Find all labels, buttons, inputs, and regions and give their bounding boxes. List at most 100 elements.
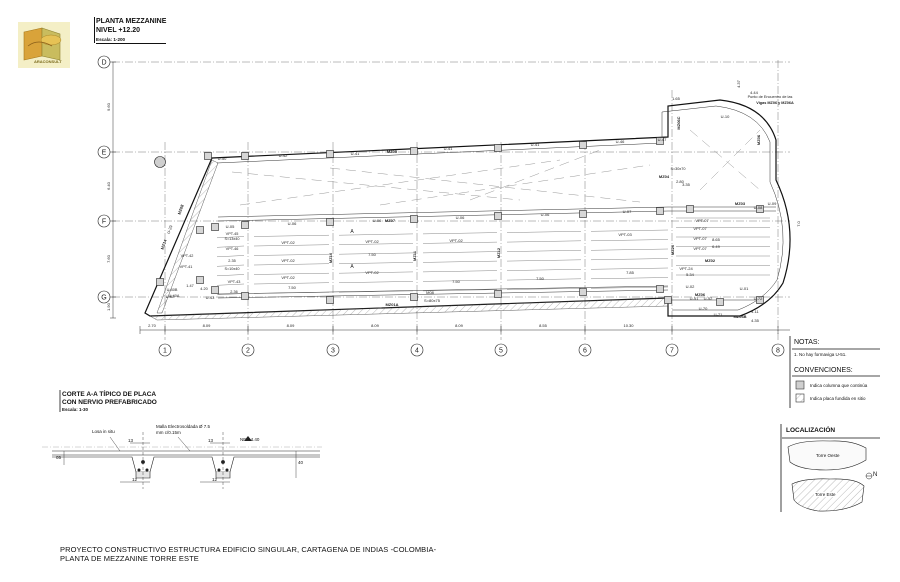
small-label: VPT-42	[181, 254, 194, 258]
dimension-right: 4.11	[751, 309, 759, 314]
small-label: VPT-41	[180, 265, 193, 269]
section-scale: Escala: 1-30	[62, 407, 89, 412]
dimension-col-spacing: 8.09	[455, 323, 464, 328]
section-detail	[42, 432, 322, 489]
cast-in-place-hatch-left	[156, 159, 219, 314]
beam-label-bottom: M08	[426, 290, 435, 295]
grid-bubble-row-label: D	[101, 60, 106, 67]
section-label-losa: Losa in situ	[92, 429, 115, 434]
section-label-malla-1: Malla Electrosoldada Ø 7.5	[156, 424, 211, 429]
beam-label-bottom: U-70	[699, 306, 708, 311]
grid-bubble-col-label: 6	[583, 348, 587, 355]
joist-line	[590, 277, 669, 279]
firm-logo: ARACONSULT	[18, 22, 70, 68]
column	[494, 290, 502, 298]
beam-label-mid: U-06	[288, 221, 297, 226]
small-label: S=10x40	[224, 267, 239, 271]
plan-level: NIVEL +12.20	[96, 27, 141, 34]
beam-label-top: U-46	[616, 139, 625, 144]
grid-bubble-col	[326, 343, 340, 357]
column	[211, 286, 219, 294]
joist-line	[506, 278, 582, 281]
joist-line	[253, 263, 330, 266]
column	[241, 152, 249, 160]
beam-label-bottom: U-43	[206, 295, 215, 300]
small-label: 4.20	[200, 287, 207, 291]
grid-bubble-col	[241, 343, 255, 357]
beam-label-bottom: U-02	[166, 294, 175, 299]
section-mark: A	[350, 229, 354, 235]
beam-label-mid: U-05	[226, 224, 235, 229]
beam-label-vertical: MZ12	[496, 247, 501, 258]
beam-label-mid: U-07	[623, 209, 632, 214]
dimension-col-spacing: 8.09	[371, 323, 380, 328]
grid-bubble-col	[771, 343, 785, 357]
dimension-row-spacing: 1.90	[106, 302, 111, 311]
grid-bubble-row	[97, 214, 111, 228]
void-dashes	[231, 129, 761, 206]
column	[494, 144, 502, 152]
footer-drawing-line: PLANTA DE MEZZANINE TORRE ESTE	[60, 554, 199, 563]
beam-label-vertical: U-52	[704, 296, 713, 301]
joist-line	[338, 281, 414, 283]
grid-bubble-col	[665, 343, 679, 357]
cast-in-place-hatch	[149, 297, 669, 321]
beam-label-mid: U-06	[373, 218, 382, 223]
joist-line	[216, 264, 245, 267]
section-dim-2: 13	[208, 438, 214, 443]
joist-line	[590, 248, 669, 251]
joist-line	[506, 231, 582, 233]
joist-rows	[216, 217, 770, 295]
column	[579, 141, 587, 149]
joist-line	[253, 273, 330, 275]
location-tower-east: Torre Este	[814, 492, 837, 497]
beam-label-vertical: MZ06C	[676, 116, 681, 129]
column	[716, 298, 724, 306]
section-size-label: S=30x70	[670, 167, 685, 171]
beam-label-top: U-42	[279, 153, 288, 158]
column	[326, 218, 334, 226]
column	[326, 296, 334, 304]
column	[579, 288, 587, 296]
beam-label-mid: MZ07	[385, 218, 396, 223]
vpt-label: VPT-07	[693, 246, 707, 251]
dimension-top: 4.37	[736, 79, 741, 88]
joist-line	[422, 270, 498, 273]
small-label: S=13x40	[224, 237, 239, 241]
joist-line	[338, 290, 414, 293]
column	[196, 276, 204, 284]
joist-line	[422, 279, 498, 282]
section-mark: A	[350, 264, 354, 270]
column	[756, 205, 764, 213]
beam-label-vertical: MZ10	[328, 252, 333, 263]
dimension-right: 7.0	[796, 220, 801, 226]
section-title-2: CON NERVIO PREFABRICADO	[62, 399, 157, 406]
meeting-point-note: Punto de Encuentro de las	[748, 95, 793, 99]
joist-line	[338, 233, 414, 236]
joist-line	[216, 255, 245, 257]
vpt-label: VPT-02	[281, 275, 295, 280]
section-dim-5: 05	[56, 455, 62, 460]
grid-bubble-col-label: 4	[415, 348, 419, 355]
column	[756, 296, 764, 304]
title-rule	[96, 43, 166, 44]
column	[204, 152, 212, 160]
beam-label-vertical: U-10	[721, 114, 730, 119]
dimension-col-spacing: 8.55	[539, 323, 548, 328]
slab-inner-outline	[216, 105, 784, 311]
beam-label-top: U-50	[218, 156, 227, 161]
joist-line	[422, 260, 498, 263]
legend-continuing-column	[795, 380, 805, 390]
joist-line	[216, 293, 245, 295]
slab-outline	[144, 99, 791, 317]
column	[410, 215, 418, 223]
joist-line	[422, 241, 498, 244]
vpt-label: VPT-24	[679, 266, 693, 271]
beam-label-vertical: MZ08	[176, 203, 184, 215]
notes-heading: NOTAS:	[794, 339, 820, 346]
location-map	[787, 440, 873, 512]
vpt-label: VPT-02	[449, 238, 463, 243]
small-label: 2.36	[230, 290, 237, 294]
